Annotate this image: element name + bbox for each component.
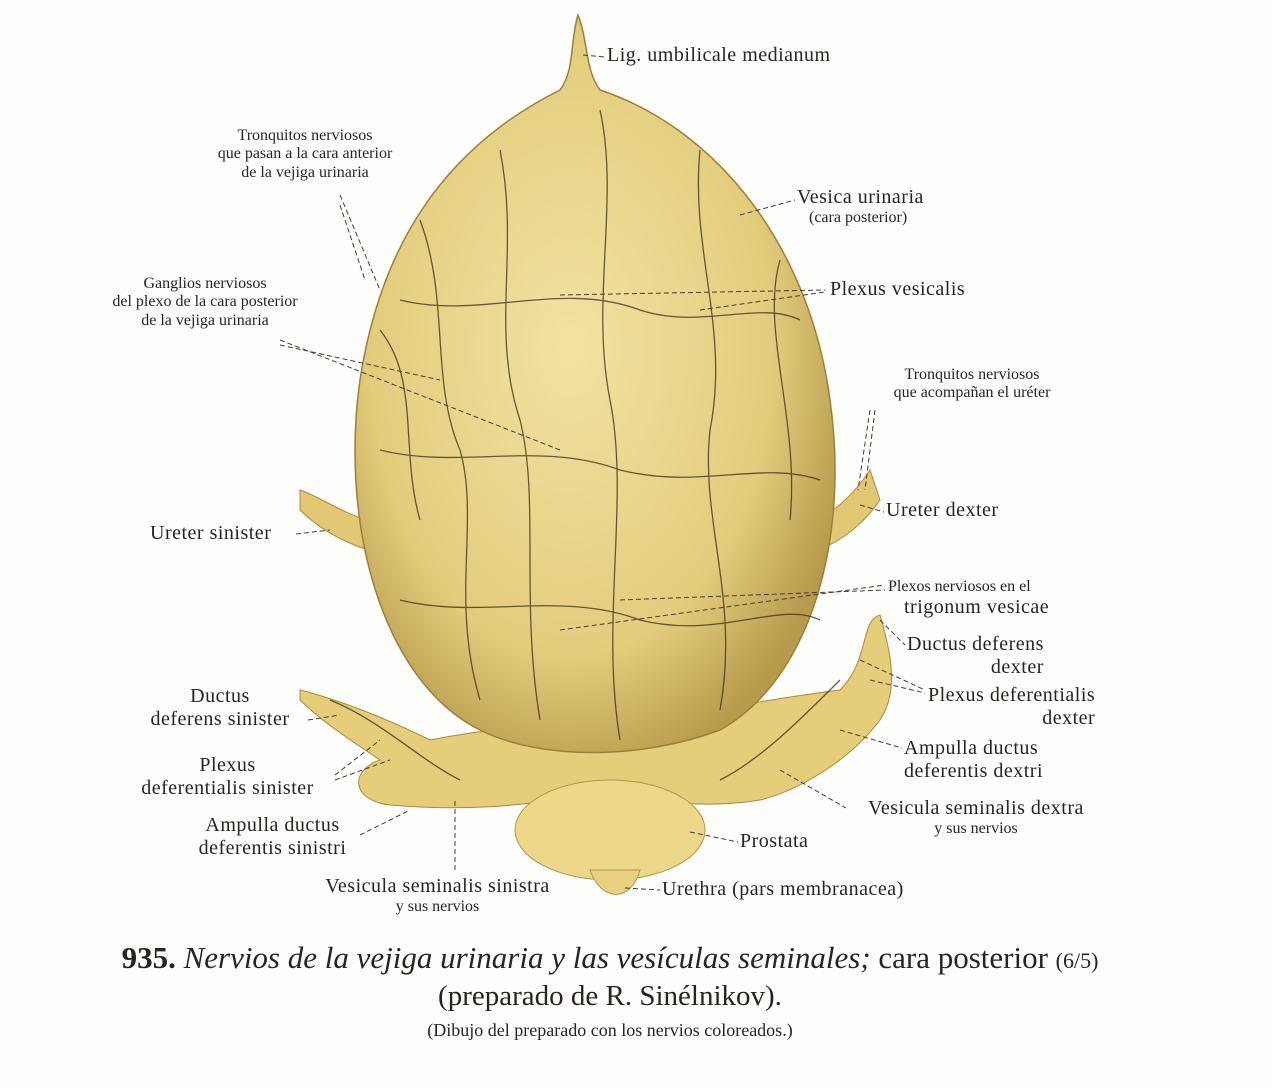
- label-plexos-trigonum: Plexos nerviosos en el trigonum vesicae: [888, 578, 1049, 619]
- label-tronquitos-anterior: Tronquitos nerviosos que pasan a la cara…: [190, 127, 420, 182]
- label-line: Ampulla ductus: [904, 737, 1039, 759]
- label-vesica-urinaria: Vesica urinaria (cara posterior): [797, 186, 924, 227]
- bladder: [354, 12, 836, 754]
- figure-caption-title: 935. Nervios de la vejiga urinaria y las…: [0, 940, 1220, 976]
- label-line: Plexos nerviosos en el: [888, 578, 1031, 595]
- label-line: que acompañan el uréter: [893, 384, 1051, 402]
- label-line: y sus nervios: [395, 898, 480, 915]
- nerve-network: [329, 109, 841, 781]
- label-line: dexter: [990, 656, 1044, 678]
- label-lig-umbilicale: Lig. umbilicale medianum: [607, 44, 831, 66]
- leader-lines: [279, 54, 926, 891]
- label-ampulla-dextri: Ampulla ductus deferentis dextri: [904, 737, 1043, 783]
- figure-number: 935.: [121, 940, 176, 975]
- label-ampulla-sinistri: Ampulla ductus deferentis sinistri: [180, 814, 365, 860]
- prostate: [514, 779, 706, 881]
- label-line: Tronquitos nerviosos: [904, 366, 1040, 383]
- label-ureter-dexter: Ureter dexter: [886, 499, 999, 521]
- label-line: Tronquitos nerviosos: [237, 127, 373, 144]
- label-ductus-sinister: Ductus deferens sinister: [120, 685, 320, 731]
- caption-title-italic: Nervios de la vejiga urinaria y las vesí…: [183, 940, 871, 975]
- label-line: de la vejiga urinaria: [241, 163, 369, 181]
- label-line: dexter: [1042, 707, 1096, 729]
- label-tronquitos-ureter: Tronquitos nerviosos que acompañan el ur…: [862, 366, 1082, 403]
- label-line: deferentialis sinister: [141, 777, 314, 799]
- label-line: Vesica urinaria: [797, 186, 924, 208]
- label-line: Ampulla ductus: [205, 814, 340, 836]
- caption-title-rest: cara posterior: [878, 940, 1048, 975]
- label-line: deferens sinister: [150, 708, 290, 730]
- label-ureter-sinister: Ureter sinister: [150, 522, 272, 544]
- label-urethra: Urethra (pars membranacea): [662, 878, 904, 900]
- caption-scale: (6/5): [1055, 948, 1099, 973]
- figure-caption-line2: (preparado de R. Sinélnikov).: [438, 980, 782, 1012]
- figure-caption-line3: (Dibujo del preparado con los nervios co…: [427, 1020, 793, 1040]
- label-prostata: Prostata: [740, 830, 809, 852]
- label-line: de la vejiga urinaria: [141, 311, 269, 329]
- label-line: del plexo de la cara posterior: [112, 293, 298, 311]
- label-line: deferentis sinistri: [198, 837, 347, 859]
- label-line: deferentis dextri: [904, 760, 1043, 782]
- label-line: Ductus: [190, 685, 250, 707]
- label-line: que pasan a la cara anterior: [217, 145, 393, 163]
- label-ductus-dexter: Ductus deferens dexter: [907, 633, 1044, 679]
- urethra-shape: [589, 869, 641, 895]
- label-plexus-vesicalis: Plexus vesicalis: [830, 278, 966, 300]
- label-plexus-deferentialis-dexter: Plexus deferentialis dexter: [928, 684, 1095, 730]
- label-line: Plexus deferentialis: [928, 684, 1096, 706]
- label-line: Vesicula seminalis dextra: [868, 797, 1084, 819]
- label-vesicula-sinistra: Vesicula seminalis sinistra y sus nervio…: [300, 875, 575, 916]
- label-plexus-deferentialis-sinister: Plexus deferentialis sinister: [115, 754, 340, 800]
- label-line: Plexus: [199, 754, 256, 776]
- label-line: Ductus deferens: [907, 633, 1044, 655]
- label-vesicula-dextra: Vesicula seminalis dextra y sus nervios: [846, 797, 1106, 838]
- label-line: y sus nervios: [934, 820, 1018, 837]
- label-line: trigonum vesicae: [904, 596, 1050, 619]
- label-line: Vesicula seminalis sinistra: [325, 875, 550, 897]
- label-ganglios: Ganglios nerviosos del plexo de la cara …: [60, 275, 350, 330]
- label-line: Ganglios nerviosos: [143, 275, 267, 292]
- label-line: (cara posterior): [809, 209, 908, 226]
